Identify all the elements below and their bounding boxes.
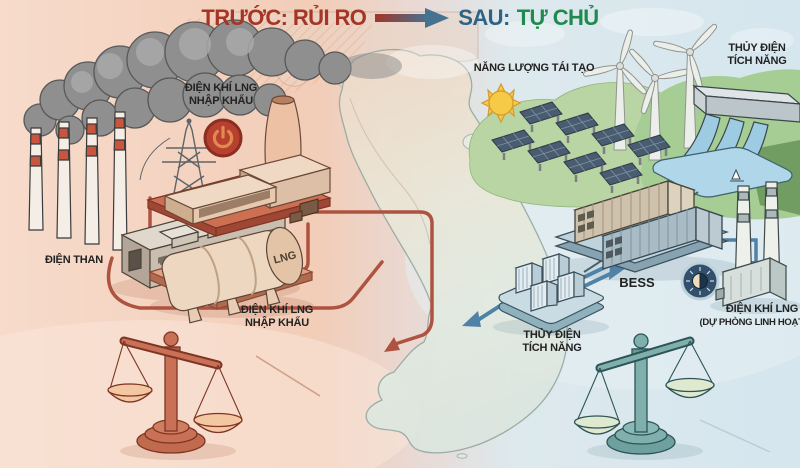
title-after-value: TỰ CHỦ bbox=[516, 5, 599, 30]
scale-left-pan bbox=[107, 340, 153, 403]
label-gas-backup-sub: (DỰ PHÒNG LINH HOẠT) bbox=[699, 317, 800, 328]
label-bess: BESS bbox=[619, 275, 655, 290]
ground-line bbox=[699, 419, 771, 453]
bess-containers-illustration bbox=[553, 180, 730, 273]
title-before: TRƯỚC: RỦI RO bbox=[201, 5, 367, 30]
sailboat-icon bbox=[730, 168, 744, 182]
pond bbox=[652, 146, 793, 198]
power-button-icon bbox=[203, 118, 243, 158]
ground-line bbox=[255, 355, 321, 397]
wind-turbines-illustration bbox=[582, 23, 718, 161]
battery-cabinet bbox=[514, 262, 544, 294]
map-border-line bbox=[349, 97, 431, 245]
pipe-arrowhead bbox=[384, 337, 400, 352]
solar-panel bbox=[563, 151, 607, 182]
battery-cabinet bbox=[529, 280, 559, 312]
scale-left-pan bbox=[573, 367, 621, 435]
coal-smokestacks bbox=[28, 111, 128, 251]
title-after-prefix: SAU: bbox=[458, 5, 510, 30]
solar-panel bbox=[627, 134, 671, 165]
before-after-arrow-icon bbox=[375, 8, 450, 28]
arrowhead bbox=[462, 311, 481, 327]
unbalanced-scale-red-illustration bbox=[107, 331, 321, 454]
solar-panel bbox=[555, 112, 599, 143]
solar-panel bbox=[527, 140, 571, 171]
smokestack bbox=[84, 117, 100, 245]
scale-right-pan bbox=[193, 364, 243, 434]
gas-plant-building bbox=[715, 257, 788, 307]
page-title: TRƯỚC: RỦI RO SAU: TỰ CHỦ bbox=[0, 5, 800, 31]
label-pumped-hydro-bottom: THỦY ĐIỆN TÍCH NĂNG bbox=[522, 329, 582, 355]
smokestack bbox=[112, 111, 128, 251]
machinery bbox=[289, 198, 319, 224]
label-renewables: NĂNG LƯỢNG TÁI TẠO bbox=[473, 62, 595, 74]
flexibility-dial-icon bbox=[680, 261, 720, 301]
lng-tank-text: LNG bbox=[272, 249, 297, 266]
smokestack bbox=[56, 121, 72, 239]
bess-container-rear bbox=[572, 180, 697, 244]
solar-panel-array-illustration bbox=[491, 101, 671, 193]
arrowhead bbox=[609, 265, 626, 280]
building-door bbox=[128, 248, 142, 272]
background-glow-left bbox=[0, 320, 420, 468]
sun-icon bbox=[480, 82, 522, 124]
label-lng-import-plant: ĐIỆN KHÍ LNG NHẬP KHẨU bbox=[184, 82, 258, 108]
solar-panel bbox=[491, 129, 535, 160]
label-coal-power: ĐIỆN THAN bbox=[44, 254, 104, 266]
solar-panel bbox=[599, 162, 643, 193]
low-building bbox=[163, 174, 278, 225]
battery-cabinet bbox=[556, 271, 586, 303]
pumped-hydro-dam-illustration bbox=[652, 84, 800, 198]
label-pumped-hydro-top: THỦY ĐIỆN TÍCH NĂNG bbox=[727, 42, 787, 68]
clouds bbox=[386, 8, 794, 79]
battery-cabinets-illustration bbox=[498, 253, 605, 334]
scale-right-pan bbox=[665, 340, 715, 399]
map-island bbox=[456, 453, 468, 459]
wind-turbine bbox=[653, 23, 718, 149]
battery-cabinet bbox=[541, 253, 571, 285]
balanced-scale-teal-illustration bbox=[573, 333, 771, 455]
label-lng-import-tank: ĐIỆN KHÍ LNG NHẬP KHẨU bbox=[240, 304, 314, 330]
solar-panel bbox=[519, 101, 563, 132]
gas-backup-plant-illustration bbox=[715, 181, 788, 307]
lng-power-plant-illustration bbox=[146, 95, 332, 237]
solar-panel bbox=[591, 123, 635, 154]
smokestack bbox=[28, 127, 44, 231]
label-gas-backup: ĐIỆN KHÍ LNG bbox=[725, 303, 799, 315]
bess-container-front bbox=[600, 206, 725, 270]
